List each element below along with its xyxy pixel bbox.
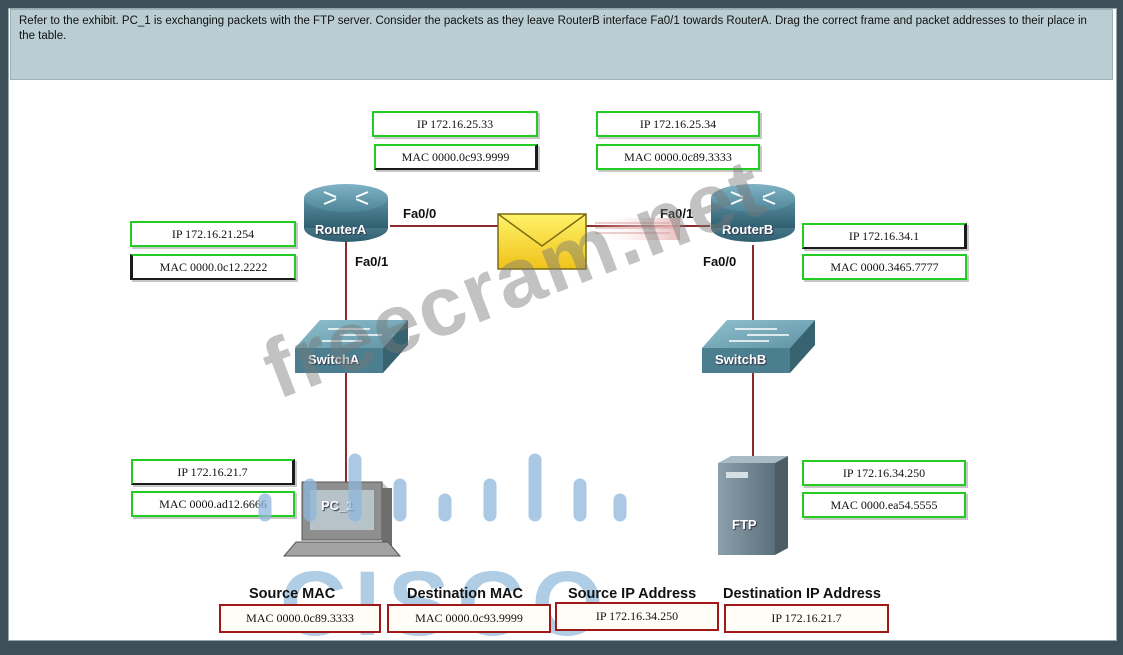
router-b-icon — [711, 184, 795, 242]
router-a-fa00-mac-card: MAC 0000.0c93.9999 — [374, 144, 538, 170]
ftp-ip-card: IP 172.16.34.250 — [802, 460, 966, 486]
answer-destination-ip[interactable]: IP 172.16.21.7 — [724, 604, 889, 633]
switch-b-icon — [702, 320, 815, 373]
answer-source-mac[interactable]: MAC 0000.0c89.3333 — [219, 604, 381, 633]
router-b-fa00-label: Fa0/0 — [703, 254, 737, 269]
switch-a-icon — [295, 320, 408, 373]
router-a-fa01-ip-card: IP 172.16.21.254 — [130, 221, 296, 247]
ftp-server-icon — [718, 456, 788, 555]
router-b-fa01-ip-card: IP 172.16.25.34 — [596, 111, 760, 137]
ftp-mac-card: MAC 0000.ea54.5555 — [802, 492, 966, 518]
router-b-fa01-label: Fa0/1 — [660, 206, 694, 221]
router-b-label: RouterB — [722, 222, 774, 237]
router-a-label: RouterA — [315, 222, 367, 237]
table-header-source-mac: Source MAC — [249, 586, 336, 602]
table-header-destination-ip: Destination IP Address — [723, 586, 881, 602]
answer-destination-mac[interactable]: MAC 0000.0c93.9999 — [387, 604, 551, 633]
router-b-fa01-mac-card: MAC 0000.0c89.3333 — [596, 144, 760, 170]
ftp-label: FTP — [732, 517, 757, 532]
switch-a-label: SwitchA — [308, 352, 360, 367]
router-a-fa00-ip-card: IP 172.16.25.33 — [372, 111, 538, 137]
packet-envelope-icon — [497, 213, 680, 270]
router-b-fa00-mac-card: MAC 0000.3465.7777 — [802, 254, 967, 280]
router-a-fa01-mac-card: MAC 0000.0c12.2222 — [130, 254, 296, 280]
question-text: Refer to the exhibit. PC_1 is exchanging… — [10, 9, 1113, 80]
pc-label: PC_1 — [321, 498, 354, 513]
router-a-icon — [304, 184, 388, 242]
pc-ip-card: IP 172.16.21.7 — [131, 459, 295, 485]
cisco-bars-watermark — [258, 453, 627, 522]
table-header-source-ip: Source IP Address — [568, 586, 697, 602]
router-b-fa00-ip-card: IP 172.16.34.1 — [802, 223, 967, 249]
router-a-fa00-label: Fa0/0 — [403, 206, 437, 221]
topology-canvas: RouterA RouterB SwitchA SwitchB PC_1 FTP… — [10, 80, 1113, 650]
table-header-destination-mac: Destination MAC — [407, 586, 523, 602]
router-a-fa01-label: Fa0/1 — [355, 254, 389, 269]
answer-source-ip[interactable]: IP 172.16.34.250 — [555, 602, 719, 631]
switch-b-label: SwitchB — [715, 352, 767, 367]
topology-drawing — [282, 184, 815, 557]
